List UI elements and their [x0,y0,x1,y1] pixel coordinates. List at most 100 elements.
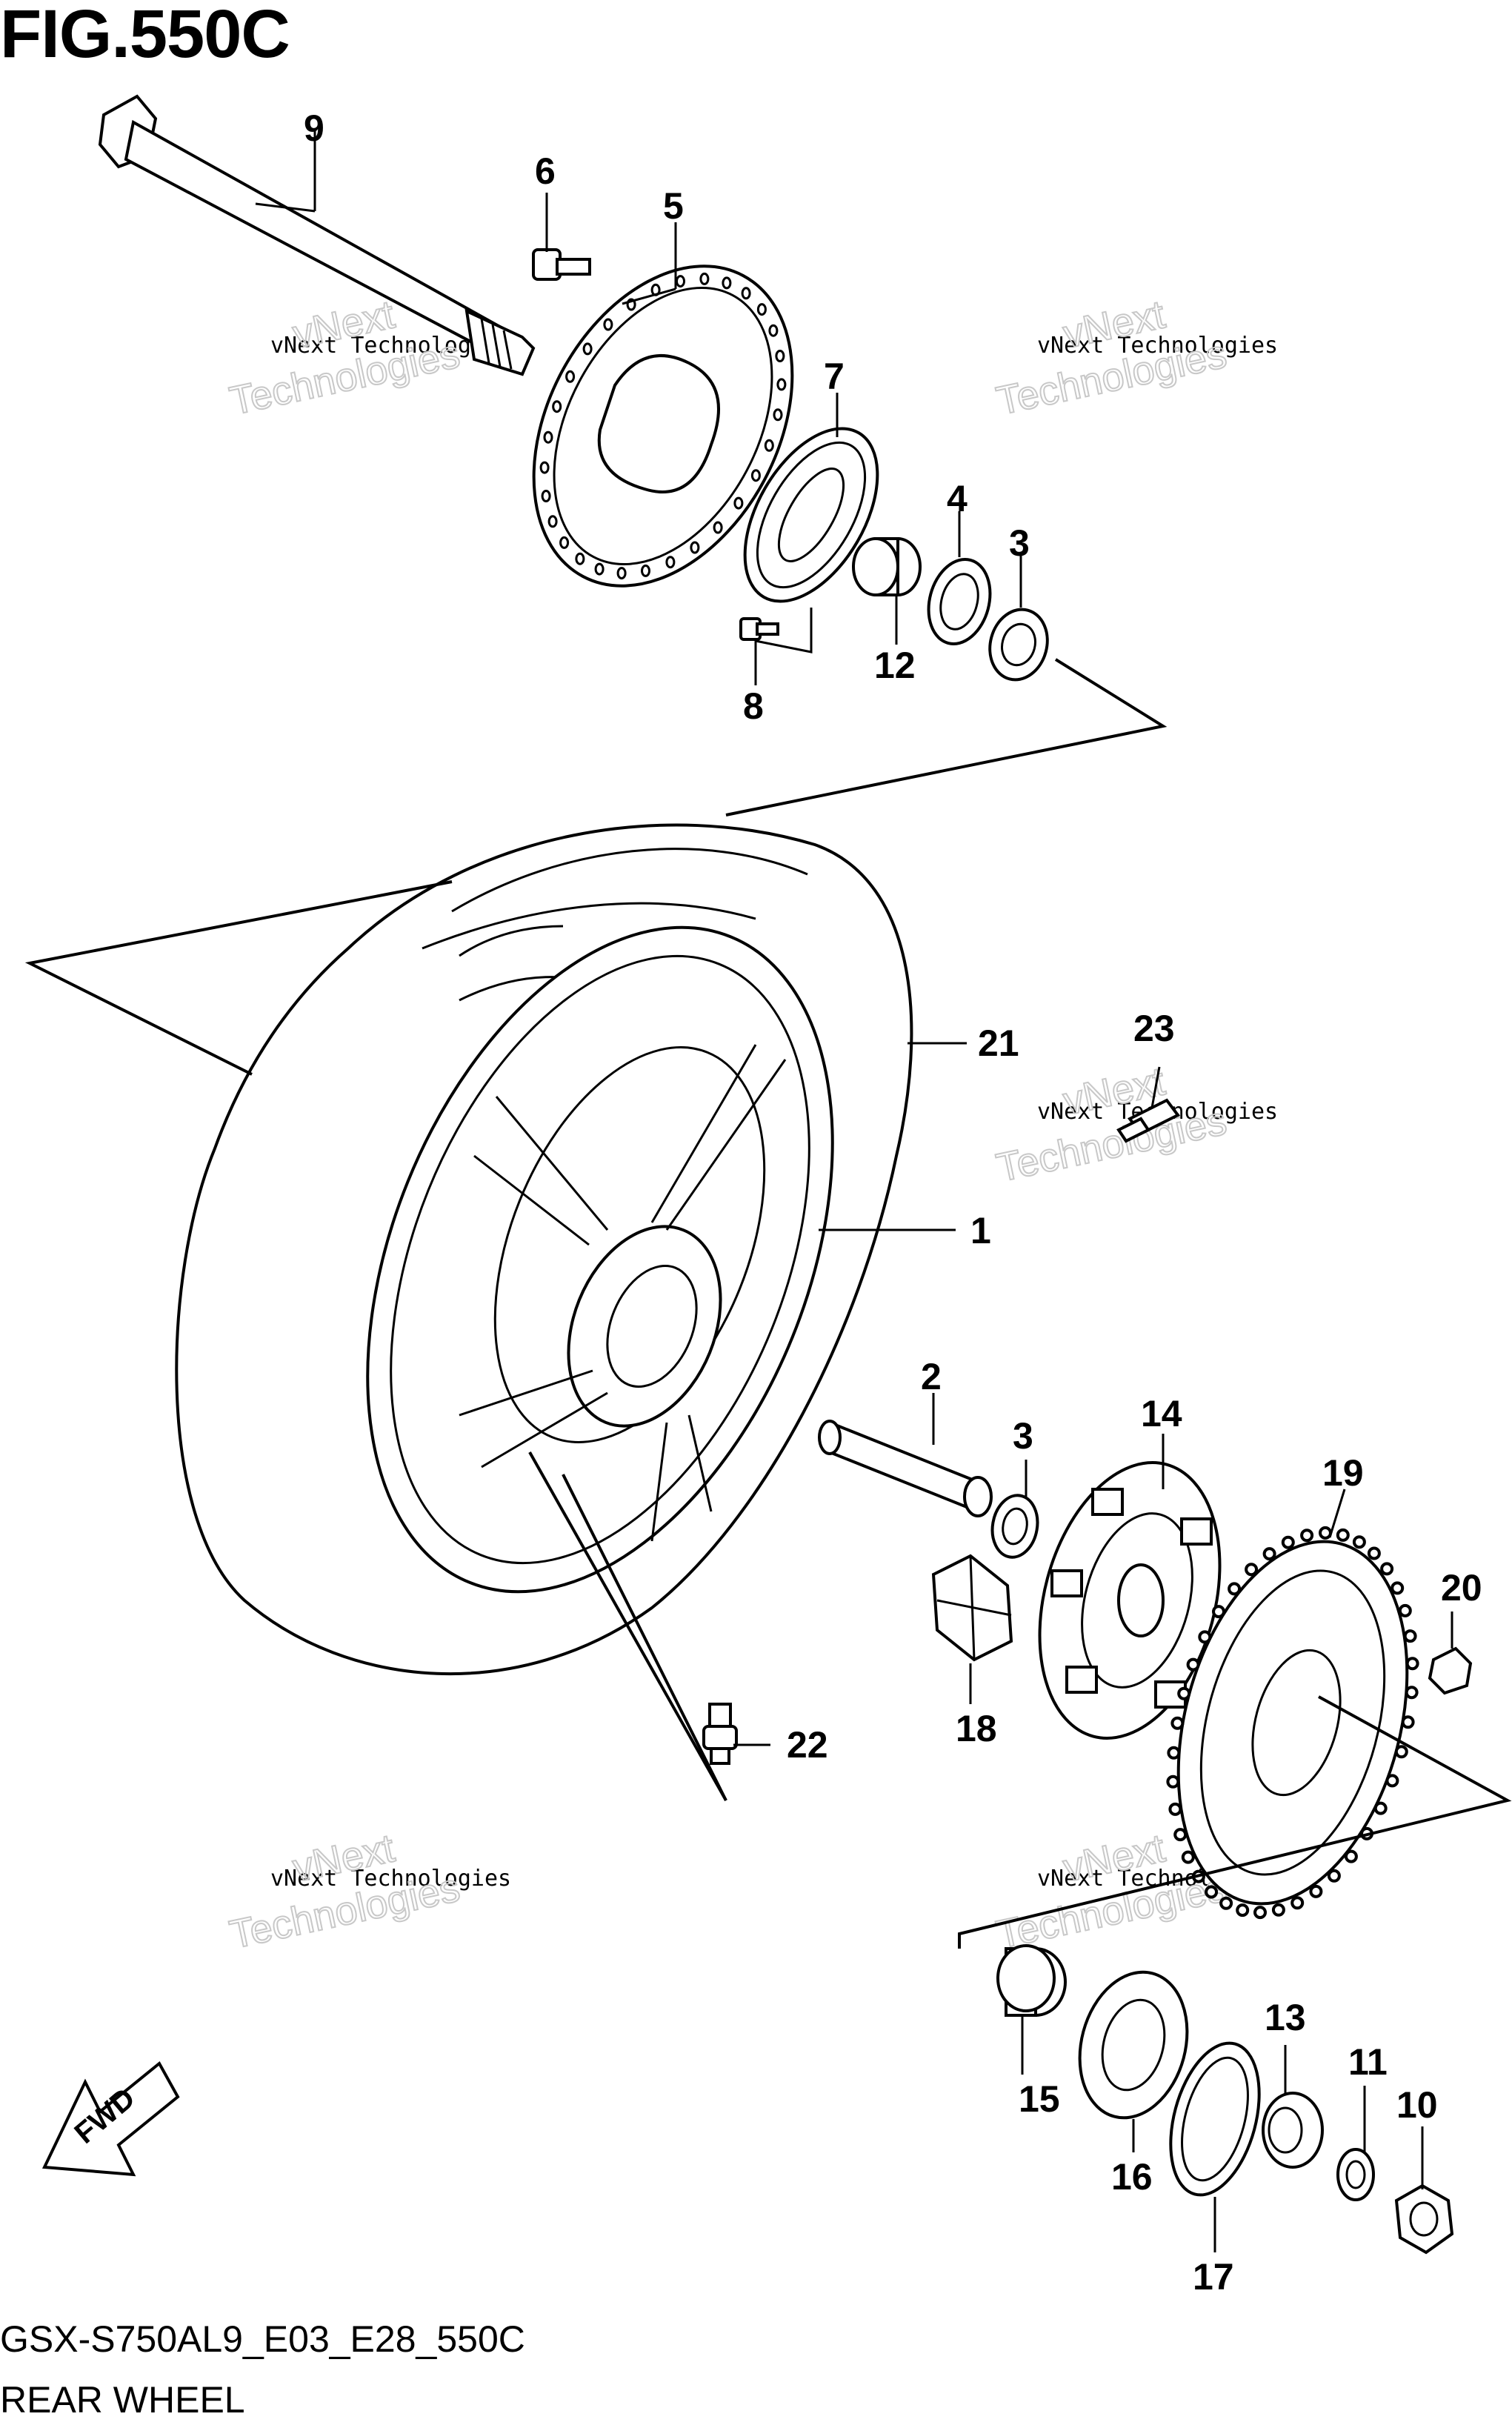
callout-12: 12 [874,645,916,686]
sprocket-tooth [1391,1581,1405,1595]
sprocket-tooth [1177,1686,1191,1700]
part-1-wheel-rim [366,925,834,1594]
callout-4: 4 [947,478,968,519]
part-20-nut [1428,1646,1473,1695]
callout-2: 2 [921,1356,942,1397]
part-4-oil-seal [927,558,992,645]
part-12-collar [852,537,922,596]
sprocket-tooth [1401,1715,1415,1729]
sprocket-tooth [1219,1896,1233,1910]
disc-hole [690,541,700,554]
sprocket-tooth [1173,1828,1188,1842]
disc-hole [665,556,676,569]
sprocket-tooth [1405,1657,1419,1671]
disc-hole [559,536,570,549]
sprocket-tooth [1170,1716,1185,1730]
sprocket-tooth [1186,1657,1200,1672]
sprocket-tooth [1228,1582,1242,1596]
sprocket-tooth [1403,1629,1417,1643]
sprocket-tooth [1405,1686,1419,1700]
part-6-bolt [532,248,591,281]
disc-hole [764,439,774,452]
disc-hole [539,461,550,474]
callout-13: 13 [1265,1997,1306,2038]
callout-20: 20 [1441,1567,1482,1609]
callout-16: 16 [1111,2156,1153,2198]
sprocket-tooth [1327,1869,1341,1883]
sprocket-tooth [1367,1546,1381,1560]
disc-hole [750,469,761,482]
callout-11: 11 [1348,2041,1388,2083]
leader-lines [255,130,1453,2252]
disc-hole [713,521,723,534]
sprocket-tooth [1245,1563,1259,1577]
callout-21: 21 [978,1022,1019,1064]
disc-hole [616,567,627,580]
sprocket-tooth [1167,1746,1181,1760]
figure-title: FIG.550C [0,0,290,72]
watermark-line1: vNext Technologies [1037,333,1278,359]
disc-hole [541,490,551,502]
disc-hole [756,303,767,316]
sprocket-tooth [1212,1605,1225,1619]
callout-7: 7 [824,356,845,397]
sprocket-tooth [1181,1850,1195,1864]
callout-10: 10 [1396,2084,1438,2126]
sprocket-tooth [1300,1529,1314,1543]
disc-hole [603,318,613,331]
disc-hole [552,400,562,413]
disc-hole [775,350,785,362]
sprocket-tooth [1198,1630,1212,1644]
callout-18: 18 [956,1708,997,1749]
part-8-bolt [739,617,779,641]
disc-hole [575,552,585,565]
disc-hole [741,287,751,300]
part-15-collar [996,1944,1067,2017]
part-23-balancer-weight [1116,1098,1181,1143]
sprocket-tooth [1205,1885,1219,1899]
callout-23: 23 [1133,1008,1175,1049]
disc-hole [543,430,553,444]
sprocket-tooth [1271,1903,1285,1917]
callout-9: 9 [304,107,324,149]
part-14-sprocket-hub [1038,1461,1222,1740]
part-16-bearing [1078,1970,1189,2120]
disc-hole [582,342,593,356]
callout-3-lower: 3 [1013,1415,1033,1457]
sprocket-tooth [1380,1562,1394,1576]
callout-15: 15 [1019,2078,1060,2120]
disc-hole [594,562,605,576]
part-10-axle-nut [1394,2183,1454,2255]
sprocket-tooth [1236,1903,1250,1918]
sprocket-tooth [1373,1801,1388,1815]
sprocket-tooth [1262,1547,1276,1561]
part-3-bearing-lower [990,1494,1039,1559]
part-3-bearing [988,608,1049,682]
part-2-spacer [818,1420,993,1517]
disc-hole [565,370,576,383]
disc-hole [773,408,783,422]
sprocket-tooth [1168,1802,1182,1816]
sprocket-tooth [1309,1884,1323,1898]
part-13-collar [1262,2092,1324,2169]
forward-direction-arrow: FWD [41,2061,180,2177]
sprocket-tooth [1385,1774,1399,1788]
part-11-washer [1336,2148,1375,2201]
disc-hole [768,324,779,337]
callout-14: 14 [1141,1393,1182,1434]
figure-name: REAR WHEEL [0,2379,245,2421]
sprocket-tooth [1281,1535,1295,1549]
disc-hole [722,276,732,290]
model-code: GSX-S750AL9_E03_E28_550C [0,2318,525,2360]
part-22-air-valve [702,1703,738,1765]
sprocket-tooth [1398,1603,1412,1617]
callout-17: 17 [1193,2256,1234,2298]
part-19-rear-sprocket [1166,1526,1419,1920]
part-17-oil-seal [1169,2041,1261,2197]
sprocket-tooth [1290,1896,1305,1910]
callout-8: 8 [743,685,764,727]
sprocket-tooth [1344,1849,1358,1863]
sprocket-tooth [1253,1906,1267,1920]
disc-hole [547,515,558,528]
